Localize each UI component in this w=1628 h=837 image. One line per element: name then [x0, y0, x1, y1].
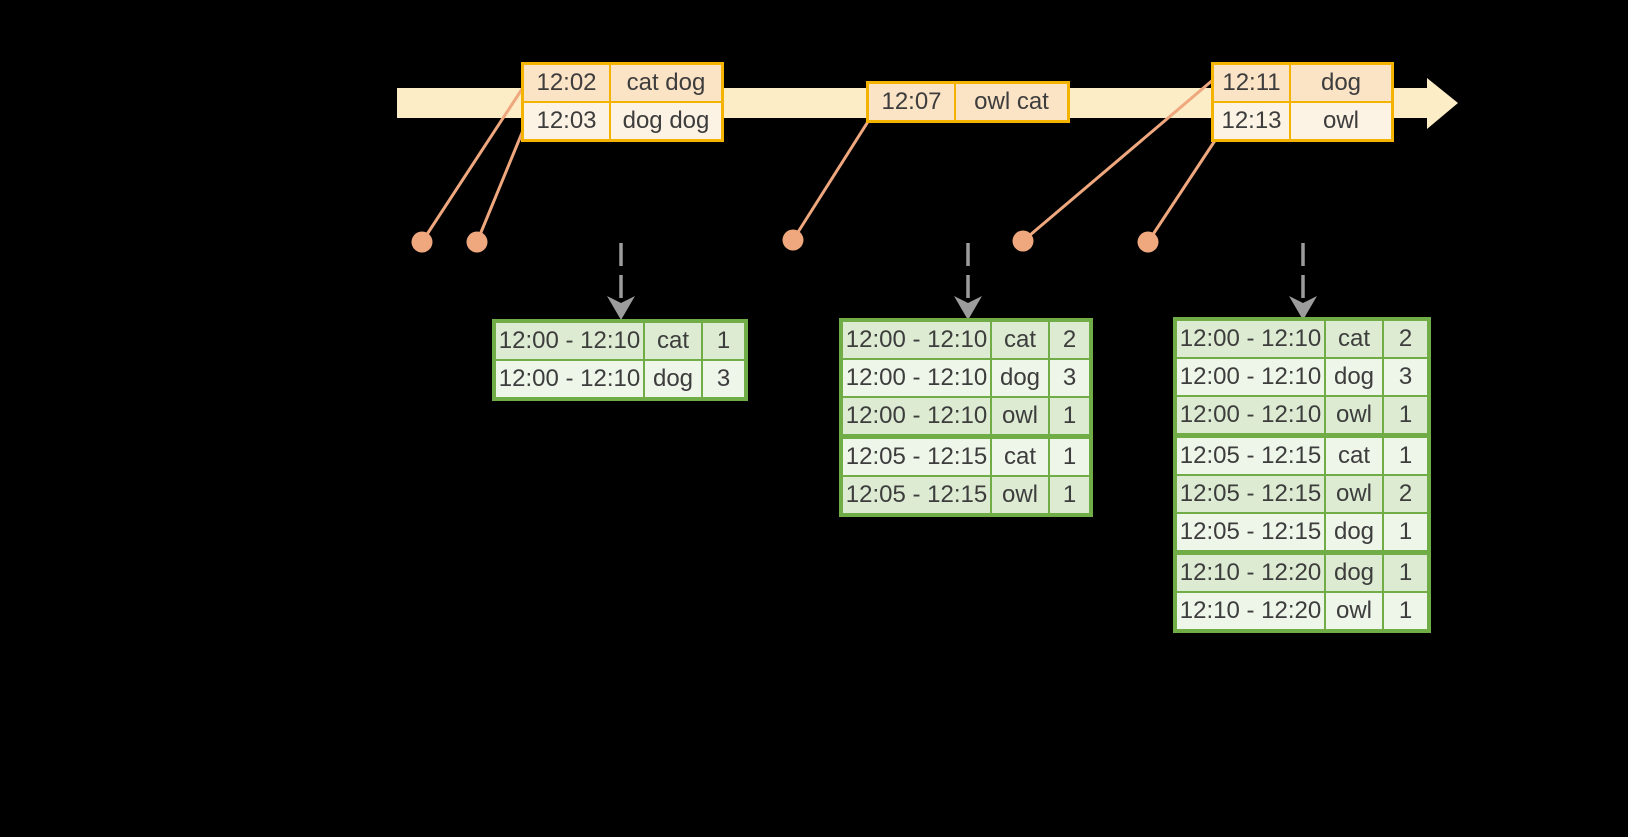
result-row: 12:05 - 12:15 cat 1	[843, 434, 1089, 475]
result-row: 12:05 - 12:15 owl 2	[1177, 474, 1427, 512]
count-cell: 2	[1048, 322, 1089, 358]
count-cell: 1	[1382, 555, 1427, 591]
word-cell: dog	[990, 360, 1048, 396]
result-table-3: 12:00 - 12:10 cat 2 12:00 - 12:10 dog 3 …	[1173, 317, 1431, 633]
result-row: 12:05 - 12:15 dog 1	[1177, 512, 1427, 550]
connector-line	[791, 119, 871, 241]
timeline-arrowhead-icon	[1427, 78, 1458, 129]
window-cell: 12:00 - 12:10	[496, 323, 643, 359]
window-cell: 12:00 - 12:10	[496, 361, 643, 397]
count-cell: 1	[1382, 514, 1427, 550]
event-words-cell: dog dog	[609, 103, 721, 139]
window-cell: 12:10 - 12:20	[1177, 593, 1324, 629]
result-table-2: 12:00 - 12:10 cat 2 12:00 - 12:10 dog 3 …	[839, 318, 1093, 517]
connector-line	[475, 127, 526, 243]
word-cell: dog	[1324, 359, 1382, 395]
result-row: 12:00 - 12:10 owl 1	[1177, 395, 1427, 433]
word-cell: owl	[1324, 476, 1382, 512]
window-cell: 12:00 - 12:10	[843, 322, 990, 358]
result-row: 12:00 - 12:10 owl 1	[843, 396, 1089, 434]
result-row: 12:05 - 12:15 cat 1	[1177, 433, 1427, 474]
event-row: 12:07 owl cat	[869, 84, 1067, 120]
word-cell: owl	[990, 477, 1048, 513]
result-row: 12:10 - 12:20 owl 1	[1177, 591, 1427, 629]
window-cell: 12:05 - 12:15	[1177, 438, 1324, 474]
event-row: 12:13 owl	[1214, 101, 1391, 139]
result-table-1: 12:00 - 12:10 cat 1 12:00 - 12:10 dog 3	[492, 319, 748, 401]
result-row: 12:00 - 12:10 cat 2	[1177, 321, 1427, 357]
count-cell: 2	[1382, 476, 1427, 512]
result-row: 12:10 - 12:20 dog 1	[1177, 550, 1427, 591]
count-cell: 1	[701, 323, 744, 359]
event-time-cell: 12:13	[1214, 103, 1289, 139]
event-row: 12:02 cat dog	[524, 65, 721, 101]
word-cell: owl	[990, 398, 1048, 434]
result-row: 12:00 - 12:10 cat 1	[496, 323, 744, 359]
result-row: 12:00 - 12:10 cat 2	[843, 322, 1089, 358]
event-time-cell: 12:03	[524, 103, 609, 139]
window-cell: 12:05 - 12:15	[1177, 476, 1324, 512]
count-cell: 1	[1048, 477, 1089, 513]
result-row: 12:05 - 12:15 owl 1	[843, 475, 1089, 513]
result-row: 12:00 - 12:10 dog 3	[843, 358, 1089, 396]
trigger-arrow-head-icon	[607, 296, 635, 320]
word-cell: dog	[643, 361, 701, 397]
count-cell: 1	[1382, 397, 1427, 433]
window-cell: 12:05 - 12:15	[843, 439, 990, 475]
trigger-arrow-head-icon	[1289, 296, 1317, 320]
word-cell: cat	[990, 439, 1048, 475]
event-dot	[782, 229, 804, 251]
word-cell: cat	[643, 323, 701, 359]
count-cell: 1	[1048, 398, 1089, 434]
window-cell: 12:05 - 12:15	[1177, 514, 1324, 550]
window-cell: 12:00 - 12:10	[1177, 321, 1324, 357]
count-cell: 1	[1382, 593, 1427, 629]
result-row: 12:00 - 12:10 dog 3	[1177, 357, 1427, 395]
event-dot	[1137, 231, 1159, 253]
window-cell: 12:00 - 12:10	[1177, 359, 1324, 395]
word-cell: cat	[1324, 438, 1382, 474]
event-words-cell: cat dog	[609, 65, 721, 101]
event-time-cell: 12:11	[1214, 65, 1289, 101]
window-cell: 12:05 - 12:15	[843, 477, 990, 513]
event-box-1: 12:02 cat dog 12:03 dog dog	[521, 62, 724, 142]
event-row: 12:11 dog	[1214, 65, 1391, 101]
event-dot	[1012, 230, 1034, 252]
word-cell: dog	[1324, 555, 1382, 591]
count-cell: 3	[701, 361, 744, 397]
trigger-arrow-head-icon	[954, 296, 982, 320]
window-cell: 12:10 - 12:20	[1177, 555, 1324, 591]
word-cell: cat	[990, 322, 1048, 358]
window-cell: 12:00 - 12:10	[1177, 397, 1324, 433]
event-row: 12:03 dog dog	[524, 101, 721, 139]
event-dot	[411, 231, 433, 253]
window-cell: 12:00 - 12:10	[843, 398, 990, 434]
event-dot	[466, 231, 488, 253]
word-cell: owl	[1324, 397, 1382, 433]
count-cell: 3	[1382, 359, 1427, 395]
event-time-cell: 12:02	[524, 65, 609, 101]
event-words-cell: owl cat	[954, 84, 1067, 120]
event-time-cell: 12:07	[869, 84, 954, 120]
count-cell: 1	[1048, 439, 1089, 475]
word-cell: dog	[1324, 514, 1382, 550]
count-cell: 2	[1382, 321, 1427, 357]
count-cell: 1	[1382, 438, 1427, 474]
connector-line	[420, 85, 526, 243]
count-cell: 3	[1048, 360, 1089, 396]
window-cell: 12:00 - 12:10	[843, 360, 990, 396]
word-cell: owl	[1324, 593, 1382, 629]
connector-line	[1146, 138, 1218, 243]
event-box-2: 12:07 owl cat	[866, 81, 1070, 123]
event-words-cell: owl	[1289, 103, 1391, 139]
connector-line	[1022, 77, 1215, 243]
word-cell: cat	[1324, 321, 1382, 357]
event-box-3: 12:11 dog 12:13 owl	[1211, 62, 1394, 142]
event-words-cell: dog	[1289, 65, 1391, 101]
result-row: 12:00 - 12:10 dog 3	[496, 359, 744, 397]
